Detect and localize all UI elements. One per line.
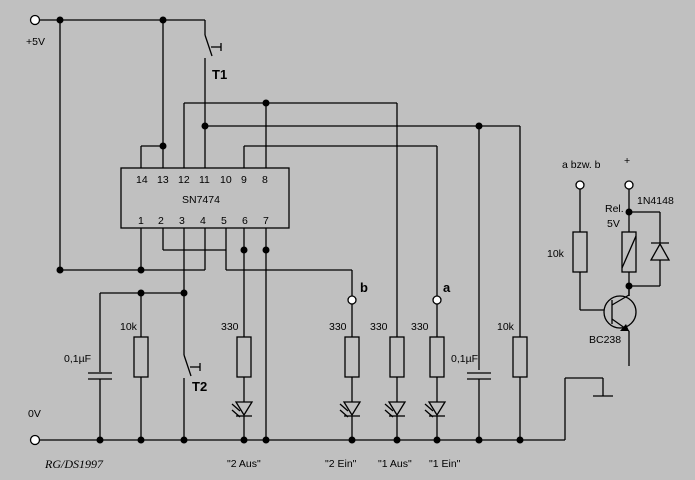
- terminal-a-label: a: [443, 280, 451, 295]
- pin-label: 6: [242, 215, 248, 227]
- led-label-1-ein: "1 Ein": [429, 458, 461, 470]
- transistor-label: BC238: [589, 334, 621, 346]
- pin-label: 2: [158, 215, 164, 227]
- switch-t1: [204, 20, 222, 168]
- relay-plus-label: +: [624, 155, 630, 167]
- pin-label: 9: [241, 174, 247, 186]
- relay-plus-terminal: [624, 180, 634, 190]
- ground-label: 0V: [28, 408, 41, 420]
- capacitor-right: [467, 372, 491, 440]
- pin-label: 1: [138, 215, 144, 227]
- pin-label: 13: [157, 174, 169, 186]
- led-label-2-ein: "2 Ein": [325, 458, 357, 470]
- pin-label: 3: [179, 215, 185, 227]
- resistor-right: [512, 336, 528, 440]
- led-branch-2-aus: [231, 336, 254, 440]
- led-label-2-aus: "2 Aus": [227, 458, 261, 470]
- relay-label-line1: Rel.: [605, 203, 624, 215]
- pin-label: 5: [221, 215, 227, 227]
- relay-label-line2: 5V: [607, 218, 620, 230]
- pin-label: 11: [199, 174, 210, 186]
- capacitor-right-label: 0,1µF: [451, 353, 478, 365]
- switch-t2: [183, 293, 201, 440]
- transistor-bc238: [603, 286, 637, 366]
- diode-label: 1N4148: [637, 195, 674, 207]
- ic-label: SN7474: [182, 194, 220, 206]
- resistor-left: [133, 293, 149, 440]
- relay-coil: [621, 189, 637, 296]
- resistor-led-label: 330: [411, 321, 429, 333]
- resistor-right-label: 10k: [497, 321, 515, 333]
- ic-sn7474: SN7474 14 13 12 11 10 9 8 1 2 3 4 5 6 7: [120, 167, 290, 229]
- led-branch-1-aus: [384, 336, 407, 440]
- supply-label: +5V: [26, 36, 45, 48]
- led-branch-1-ein: [424, 304, 447, 440]
- capacitor-left: [88, 372, 112, 440]
- pin-label: 4: [200, 215, 206, 227]
- led-label-1-aus: "1 Aus": [378, 458, 412, 470]
- resistor-left-label: 10k: [120, 321, 138, 333]
- relay-input-label: a bzw. b: [562, 159, 601, 171]
- ground-rail: [29, 377, 613, 446]
- relay-input-terminal: [575, 180, 585, 190]
- pin-label: 10: [220, 174, 232, 186]
- diode-1n4148: [629, 211, 671, 287]
- switch-t2-label: T2: [192, 379, 207, 394]
- supply-rail-5v: [29, 14, 205, 26]
- resistor-relay: [572, 189, 608, 311]
- pin-label: 8: [262, 174, 268, 186]
- terminal-a: [432, 295, 442, 305]
- led-branch-2-ein: [339, 304, 362, 440]
- resistor-relay-label: 10k: [547, 248, 565, 260]
- resistor-led-label: 330: [329, 321, 347, 333]
- resistor-led-label: 330: [370, 321, 388, 333]
- pin-label: 7: [263, 215, 269, 227]
- switch-t1-label: T1: [212, 67, 227, 82]
- pin-label: 14: [136, 174, 148, 186]
- signature: RG/DS1997: [44, 457, 104, 471]
- terminal-b-label: b: [360, 280, 368, 295]
- capacitor-left-label: 0,1µF: [64, 353, 91, 365]
- resistor-led-label: 330: [221, 321, 239, 333]
- pin-label: 12: [178, 174, 190, 186]
- terminal-b: [347, 295, 357, 305]
